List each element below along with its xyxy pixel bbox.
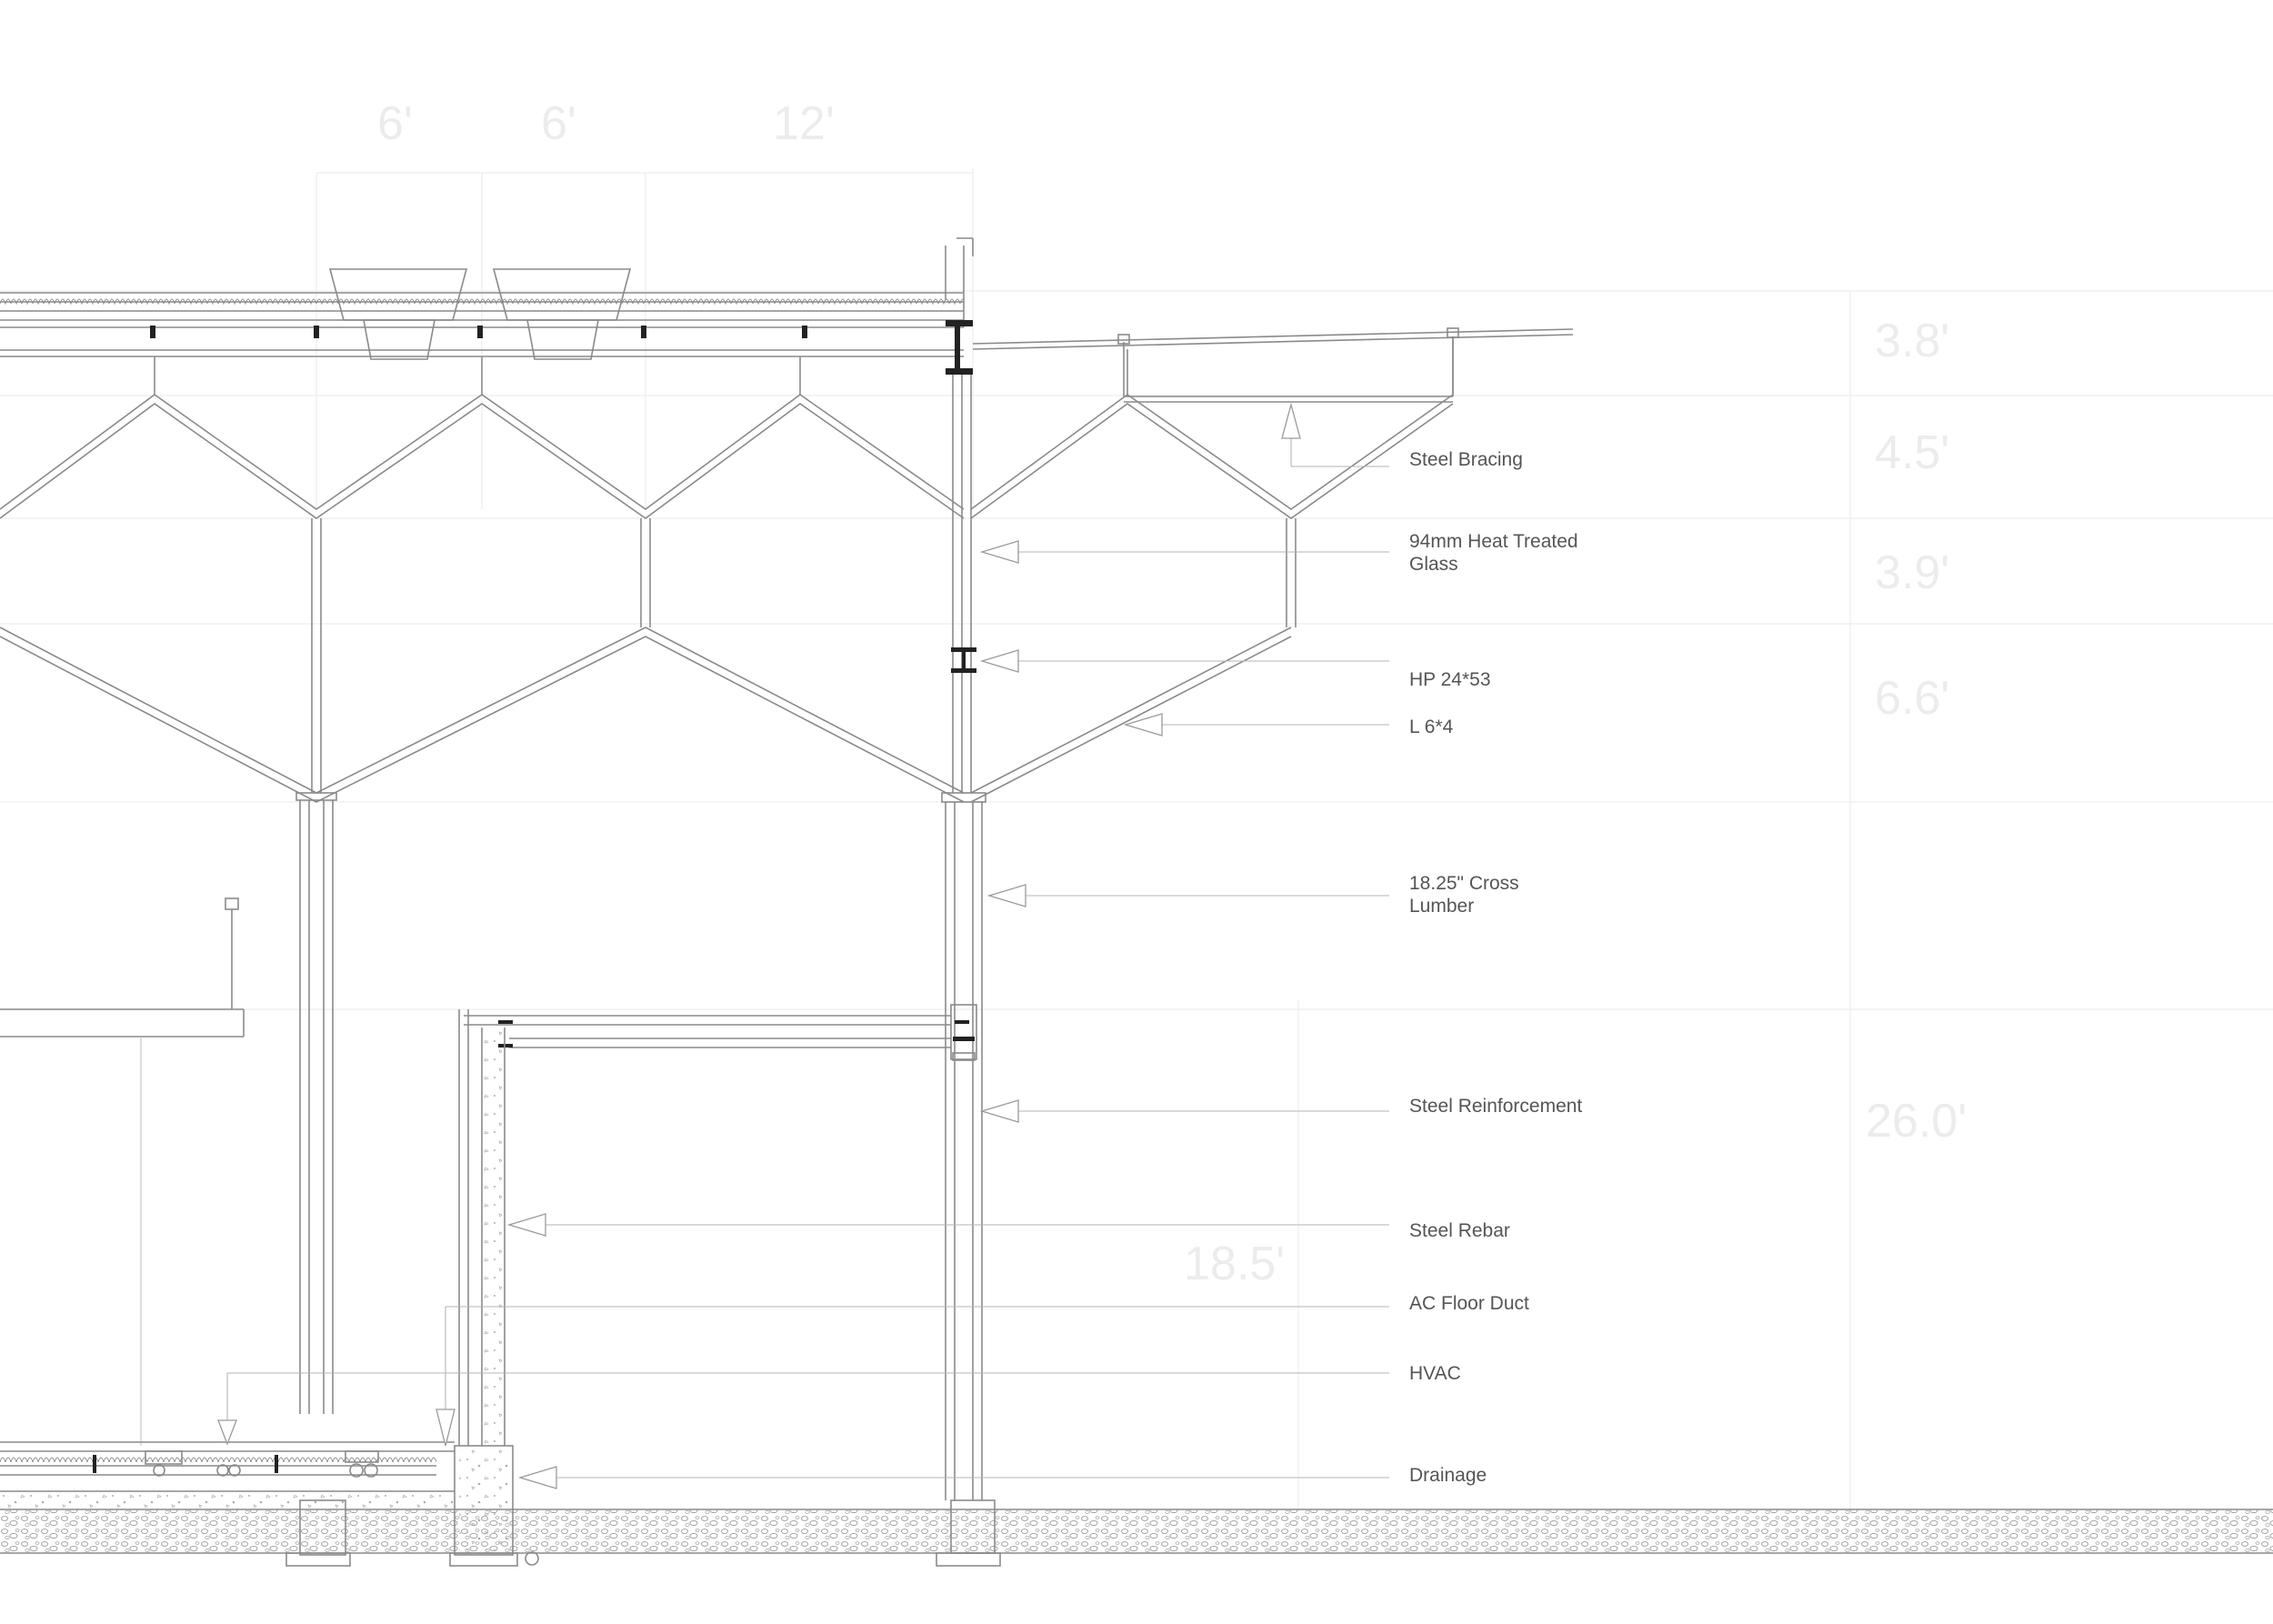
dimension-top-3: 12' — [773, 97, 835, 150]
floor-assembly — [0, 1441, 1001, 1567]
label-drainage: Drainage — [1409, 1465, 1487, 1486]
column-left — [295, 792, 337, 1414]
callout-labels: Steel Bracing 94mm Heat Treated Glass HP… — [1409, 449, 1583, 1486]
ground — [0, 1509, 2273, 1554]
label-angle-section: L 6*4 — [1409, 717, 1454, 737]
dimension-right-1: 3.8' — [1875, 315, 1949, 367]
dimensions-right: 3.8' 4.5' 3.9' 6.6' 26.0' 18.5' — [1184, 315, 1967, 1290]
label-hp-section: HP 24*53 — [1409, 669, 1491, 690]
label-heat-treated-glass: 94mm Heat Treated Glass — [1409, 531, 1583, 575]
dimension-right-2: 4.5' — [1875, 426, 1949, 479]
lower-truss — [0, 518, 1297, 803]
column-right — [941, 375, 986, 1500]
upper-truss — [0, 336, 1454, 519]
dimension-top-2: 6' — [541, 97, 576, 150]
leader-lines — [226, 405, 1389, 1479]
dimension-right-5: 26.0' — [1866, 1095, 1967, 1148]
label-steel-bracing: Steel Bracing — [1409, 449, 1523, 470]
dimensions-top: 6' 6' 12' — [377, 97, 835, 150]
label-ac-floor-duct: AC Floor Duct — [1409, 1293, 1529, 1314]
label-hvac: HVAC — [1409, 1363, 1461, 1384]
dimension-top-1: 6' — [377, 97, 413, 150]
dimension-right-4: 6.6' — [1875, 672, 1949, 725]
label-cross-lumber: 18.25" Cross Lumber — [1409, 873, 1525, 917]
mezzanine — [464, 1015, 969, 1048]
dimension-inner: 18.5' — [1184, 1238, 1285, 1290]
label-steel-rebar: Steel Rebar — [1409, 1220, 1510, 1241]
interior-wall — [458, 1009, 506, 1446]
dimension-right-3: 3.9' — [1875, 546, 1949, 599]
leader-arrows — [217, 402, 1301, 1489]
roof-assembly — [0, 237, 1574, 403]
label-steel-reinforcement: Steel Reinforcement — [1409, 1096, 1582, 1117]
ceiling-beam — [0, 897, 245, 1446]
dimension-grid — [0, 168, 2273, 1509]
